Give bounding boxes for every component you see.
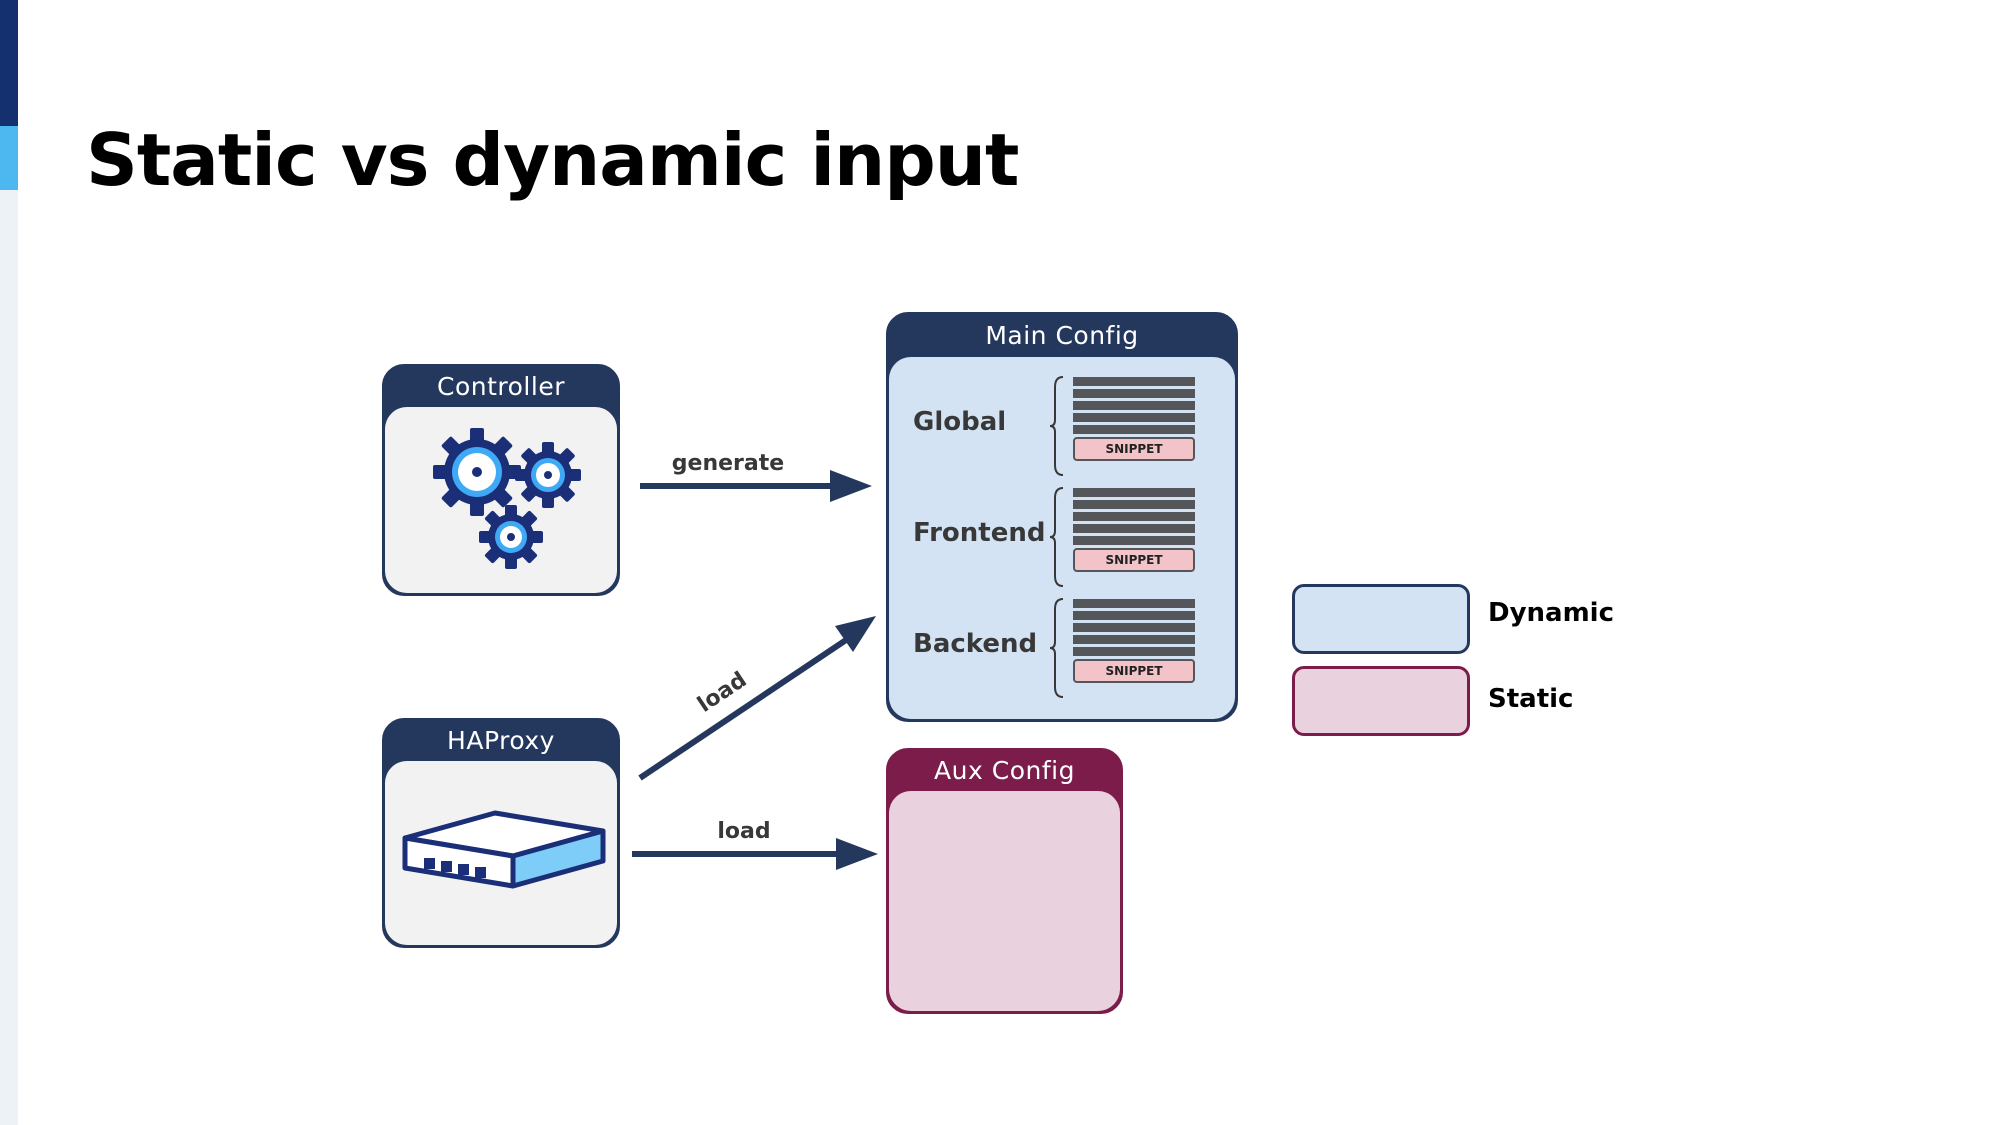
aux-config-body [889,791,1120,1011]
config-line [1073,425,1195,434]
snippet-badge-backend: SNIPPET [1073,659,1195,683]
edge-generate: generate [640,451,872,502]
config-line [1073,635,1195,644]
config-line [1073,413,1195,422]
config-line [1073,389,1195,398]
edge-load-main: load [638,616,876,781]
aux-config-title: Aux Config [934,756,1075,785]
config-line [1073,623,1195,632]
config-line [1073,401,1195,410]
edge-label-generate: generate [672,451,784,476]
config-line [1073,500,1195,509]
aux-config-node: Aux Config [886,748,1123,1014]
slide-side-strip [0,0,18,1125]
legend-swatch-static [1292,666,1470,736]
slide-accent-dark [0,0,18,126]
controller-node: Controller [382,364,620,596]
controller-body [385,407,617,593]
controller-title: Controller [437,372,565,401]
config-line [1073,488,1195,497]
backend-config-lines: SNIPPET [1073,599,1195,683]
config-line [1073,512,1195,521]
legend-label-dynamic: Dynamic [1488,598,1615,628]
legend-swatch-dynamic [1292,584,1470,654]
edge-label-load-aux: load [717,819,770,844]
global-config-lines: SNIPPET [1073,377,1195,461]
snippet-badge-frontend: SNIPPET [1073,548,1195,572]
section-label-global: Global [913,407,1007,437]
snippet-badge-global: SNIPPET [1073,437,1195,461]
brace-icon [1049,598,1064,698]
config-line [1073,599,1195,608]
config-line [1073,611,1195,620]
config-line [1073,536,1195,545]
main-config-title: Main Config [985,321,1139,350]
section-label-backend: Backend [913,629,1038,659]
slide-accent-light [0,126,18,190]
network-switch-icon [402,810,606,889]
haproxy-node: HAProxy [382,718,620,948]
haproxy-body [385,761,617,945]
gears-icon [433,428,581,569]
brace-icon [1049,487,1064,587]
main-config-node: Main Config Global SNIPPET Frontend SNIP… [886,312,1238,722]
legend-label-static: Static [1488,684,1574,714]
frontend-config-lines: SNIPPET [1073,488,1195,572]
edge-load-aux: load [632,819,878,870]
slide-title: Static vs dynamic input [86,118,1019,202]
config-line [1073,524,1195,533]
config-line [1073,647,1195,656]
section-label-frontend: Frontend [913,518,1046,548]
config-line [1073,377,1195,386]
haproxy-title: HAProxy [447,726,555,755]
brace-icon [1049,376,1064,476]
main-config-body: Global SNIPPET Frontend SNIPPET Backend [889,357,1235,719]
